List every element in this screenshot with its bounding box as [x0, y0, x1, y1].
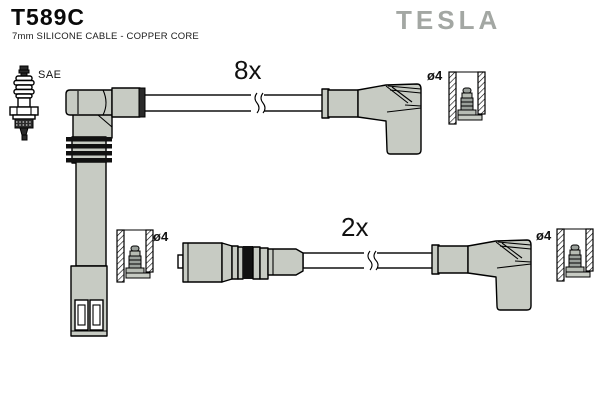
cable-b-coil-boot [431, 239, 532, 311]
brand-logo: TESLA [396, 5, 502, 35]
terminal-cross-section-icon [556, 228, 594, 282]
cable-b-plug-boot [177, 242, 304, 283]
terminal-diameter-label: ø4 [153, 229, 169, 244]
cable-a [143, 92, 324, 114]
terminal-cross-section-icon [448, 71, 486, 125]
cable-b [302, 250, 434, 271]
subtitle: 7mm SILICONE CABLE - COPPER CORE [12, 31, 199, 42]
cable-b-qty-label: 2x [341, 212, 368, 242]
cable-a-plug-boot [65, 87, 146, 337]
part-number: T589C [11, 4, 86, 30]
terminal-diameter-label: ø4 [427, 68, 443, 83]
terminal-diameter-label: ø4 [536, 228, 552, 243]
spark-plug-icon [9, 65, 39, 141]
cable-a-qty-label: 8x [234, 55, 261, 85]
sae-label: SAE [38, 69, 62, 81]
cable-a-coil-boot [321, 83, 422, 155]
terminal-cross-section-icon [116, 229, 154, 283]
